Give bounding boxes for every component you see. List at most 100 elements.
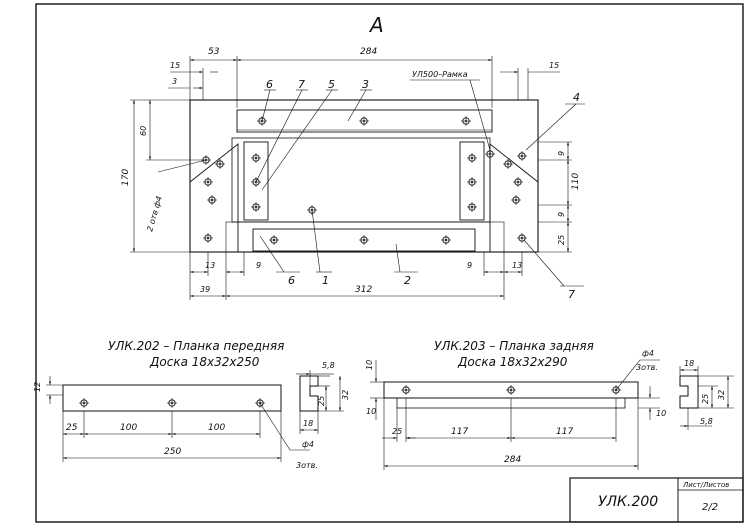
dim-60: 60 bbox=[139, 126, 148, 136]
front-dimensions bbox=[46, 370, 344, 462]
holes-note: 2 отв ф4 bbox=[145, 195, 164, 232]
hole bbox=[202, 232, 214, 244]
dim-12: 12 bbox=[33, 382, 42, 392]
view-a-dimensions bbox=[130, 56, 572, 300]
hole bbox=[484, 148, 496, 160]
dim-10-top: 10 bbox=[365, 360, 374, 370]
front-plank-section bbox=[299, 375, 319, 412]
hole bbox=[440, 234, 452, 246]
dim-15-left: 15 bbox=[170, 61, 180, 70]
title-block: УЛК.200 Лист/Листов 2/2 bbox=[569, 477, 744, 523]
callout-1: 1 bbox=[322, 274, 329, 287]
dim-25: 25 bbox=[557, 235, 566, 245]
hole bbox=[460, 115, 472, 127]
dim-170: 170 bbox=[121, 169, 131, 186]
hole bbox=[250, 201, 262, 213]
back-plank-section bbox=[679, 375, 699, 409]
hole bbox=[466, 201, 478, 213]
dim-32: 32 bbox=[717, 390, 726, 400]
dim-9-left: 9 bbox=[256, 261, 261, 270]
part-front-stock: Доска 18х32х250 bbox=[149, 355, 260, 369]
dim-25: 25 bbox=[66, 423, 78, 433]
hole bbox=[268, 234, 280, 246]
hole bbox=[512, 176, 524, 188]
hole bbox=[400, 384, 412, 396]
dim-5-8: 5,8 bbox=[700, 417, 713, 426]
dim-110: 110 bbox=[571, 173, 581, 190]
dim-3-holes: 3отв. bbox=[636, 363, 658, 372]
view-label: А bbox=[368, 13, 384, 37]
dim-9-top: 9 bbox=[557, 151, 566, 156]
frame-label: УЛ500–Рамка bbox=[412, 70, 468, 79]
dim-284: 284 bbox=[360, 47, 377, 57]
hole bbox=[250, 176, 262, 188]
callout-2: 2 bbox=[404, 274, 411, 287]
callout-4: 4 bbox=[573, 91, 580, 104]
part-front: УЛК.202 – Планка передняя Доска 18х32х25… bbox=[33, 339, 350, 470]
hole bbox=[510, 194, 522, 206]
dim-10-right: 10 bbox=[656, 409, 666, 418]
hole bbox=[78, 397, 90, 409]
dim-284: 284 bbox=[504, 455, 521, 465]
view-a-leaders bbox=[157, 79, 585, 287]
dim-9-bot: 9 bbox=[557, 212, 566, 217]
dim-phi4: ф4 bbox=[642, 349, 654, 358]
dim-15-right: 15 bbox=[549, 61, 559, 70]
holes-top-view bbox=[200, 115, 528, 246]
dim-5-8: 5,8 bbox=[322, 361, 335, 370]
plank-front bbox=[252, 228, 476, 252]
bracket-right bbox=[489, 143, 539, 253]
dim-32: 32 bbox=[341, 390, 350, 400]
plank-back bbox=[236, 109, 493, 133]
dim-53: 53 bbox=[208, 47, 220, 57]
bracket-left bbox=[189, 143, 239, 253]
drawing-code: УЛК.200 bbox=[598, 494, 658, 510]
dim-250: 250 bbox=[164, 447, 181, 457]
hole bbox=[206, 194, 218, 206]
dim-312: 312 bbox=[355, 285, 372, 295]
dim-117b: 117 bbox=[556, 427, 573, 437]
callout-6-bot: 6 bbox=[288, 274, 295, 287]
dim-39: 39 bbox=[200, 285, 210, 294]
callout-5: 5 bbox=[328, 78, 335, 91]
sheet-value: 2/2 bbox=[702, 502, 718, 513]
dim-3-holes: 3отв. bbox=[296, 461, 318, 470]
callout-6-top: 6 bbox=[266, 78, 273, 91]
dim-18: 18 bbox=[684, 359, 694, 368]
plank-front-base bbox=[225, 221, 505, 253]
part-back-stock: Доска 18х32х290 bbox=[457, 355, 568, 369]
dim-3: 3 bbox=[172, 77, 177, 86]
callout-3: 3 bbox=[362, 78, 369, 91]
hole bbox=[202, 176, 214, 188]
plate-right bbox=[459, 141, 485, 221]
dim-phi4: ф4 bbox=[302, 440, 314, 449]
hole bbox=[358, 115, 370, 127]
part-back: УЛК.203 – Планка задняя Доска 18х32х290 bbox=[365, 339, 734, 470]
dim-25-section: 25 bbox=[317, 396, 326, 406]
hole bbox=[466, 152, 478, 164]
hole bbox=[250, 152, 262, 164]
dim-10-left: 10 bbox=[366, 407, 376, 416]
dim-117a: 117 bbox=[451, 427, 468, 437]
sheet-border bbox=[35, 3, 744, 523]
dim-25-section: 25 bbox=[701, 394, 710, 404]
callout-7-top: 7 bbox=[298, 78, 305, 91]
dim-18: 18 bbox=[303, 419, 313, 428]
hole bbox=[466, 176, 478, 188]
callout-7-right: 7 bbox=[568, 288, 575, 301]
part-back-title: УЛК.203 – Планка задняя bbox=[434, 339, 594, 353]
part-front-title: УЛК.202 – Планка передняя bbox=[108, 339, 284, 353]
dim-100a: 100 bbox=[120, 423, 137, 433]
hole bbox=[166, 397, 178, 409]
dim-13-right: 13 bbox=[512, 261, 522, 270]
dim-25: 25 bbox=[392, 427, 402, 436]
hole bbox=[358, 234, 370, 246]
view-a: А bbox=[121, 13, 585, 301]
dim-13-left: 13 bbox=[205, 261, 215, 270]
dim-100b: 100 bbox=[208, 423, 225, 433]
back-dimensions bbox=[370, 359, 734, 470]
sheet-label: Лист/Листов bbox=[682, 481, 729, 489]
frame-opening bbox=[231, 137, 491, 223]
